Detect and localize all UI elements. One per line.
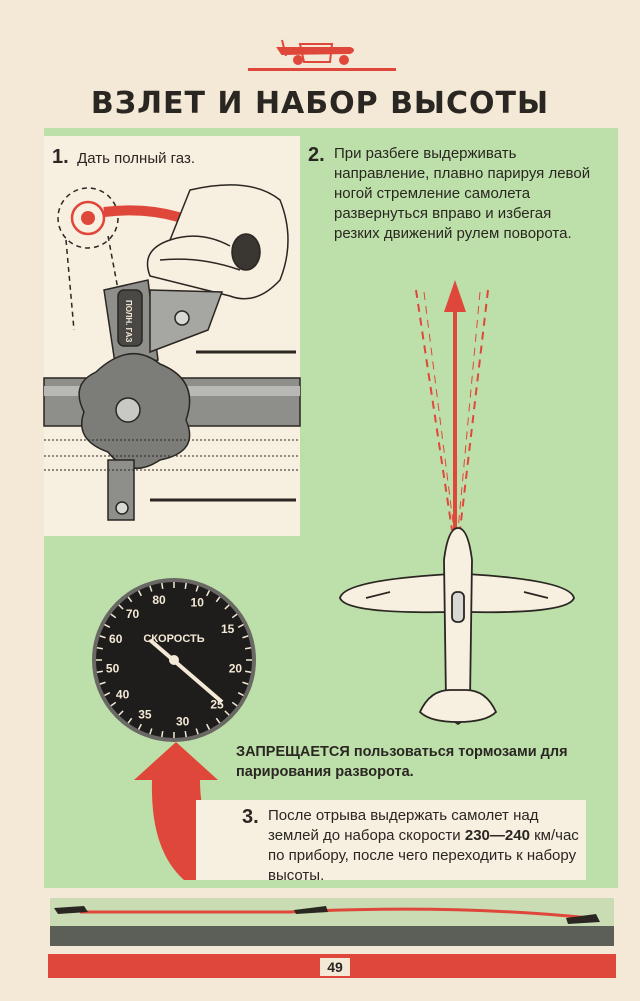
gauge-tick-label: 50 bbox=[106, 662, 120, 676]
gauge-tick-mark bbox=[161, 582, 164, 590]
header-rule bbox=[248, 68, 396, 71]
gauge-tick-label: 80 bbox=[152, 593, 166, 607]
gauge-tick-mark bbox=[127, 717, 133, 724]
gauge-tick-label: 30 bbox=[176, 714, 190, 728]
gauge-tick-mark bbox=[104, 692, 111, 697]
gauge-tick-mark bbox=[195, 585, 199, 592]
gauge-tick-mark bbox=[215, 596, 221, 603]
warning-rest: пользоваться тормозами для парирования р… bbox=[236, 744, 568, 780]
gauge-tick-mark bbox=[242, 635, 249, 639]
step1-text: Дать полный газ. bbox=[77, 150, 196, 167]
gauge-tick-mark bbox=[206, 723, 211, 730]
gauge-tick-label: 40 bbox=[116, 688, 130, 702]
gauge-tick-mark bbox=[231, 613, 238, 619]
gauge-tick-label: 20 bbox=[229, 662, 243, 676]
gauge-tick-label: 60 bbox=[109, 632, 123, 646]
gauge-tick-mark bbox=[224, 604, 230, 610]
step2-number: 2. bbox=[308, 144, 325, 166]
fighter-plane-icon bbox=[339, 527, 575, 726]
gauge-tick-mark bbox=[242, 681, 249, 685]
gauge-tick-mark bbox=[137, 723, 142, 730]
step1: 1. Дать полный газ. bbox=[52, 146, 195, 169]
gauge-tick-mark bbox=[161, 730, 164, 738]
runway bbox=[50, 926, 614, 946]
plane-silhouette-icon bbox=[54, 906, 88, 914]
step3-text: После отрыва выдержать самолет над земле… bbox=[268, 806, 582, 886]
gauge-tick-mark bbox=[149, 585, 153, 592]
step3: 3. После отрыва выдержать самолет над зе… bbox=[242, 806, 582, 886]
page-title: ВЗЛЕТ И НАБОР ВЫСОТЫ bbox=[90, 86, 550, 121]
step2-text: При разбеге выдерживать направление, пла… bbox=[334, 145, 591, 242]
gauge-tick-mark bbox=[118, 604, 124, 610]
gauge-needle bbox=[148, 638, 224, 704]
gauge-tick-mark bbox=[237, 623, 244, 628]
gauge-tick-mark bbox=[184, 730, 187, 738]
gauge-tick-mark bbox=[137, 590, 142, 597]
gauge-tick-mark bbox=[96, 670, 104, 673]
warning-text: ЗАПРЕЩАЕТСЯ пользоваться тормозами для п… bbox=[236, 742, 616, 782]
step2: 2. При разбеге выдерживать направление, … bbox=[308, 144, 598, 244]
step3-text-before: После отрыва выдержать самолет над земле… bbox=[268, 807, 539, 844]
gauge-tick-label: 70 bbox=[126, 607, 140, 621]
gauge-tick-mark bbox=[244, 670, 252, 673]
throttle-label: ПОЛН. ГАЗ bbox=[124, 300, 133, 342]
step3-box bbox=[196, 800, 586, 880]
plane-silhouette-icon bbox=[566, 914, 600, 924]
gauge-tick-label: 15 bbox=[221, 622, 235, 636]
gauge-tick-mark bbox=[149, 728, 153, 735]
step3-number: 3. bbox=[242, 806, 259, 828]
gauge-tick-mark bbox=[96, 647, 104, 650]
step3-speed: 230—240 bbox=[464, 827, 530, 844]
gauge-tick-mark bbox=[237, 692, 244, 697]
gauge-label: СКОРОСТЬ bbox=[143, 633, 204, 645]
gauge-tick-mark bbox=[99, 635, 106, 639]
gauge-tick-mark bbox=[110, 613, 117, 619]
gauge-tick-mark bbox=[99, 681, 106, 685]
warning-bold: ЗАПРЕЩАЕТСЯ bbox=[236, 744, 350, 760]
gauge-tick-mark bbox=[206, 590, 211, 597]
gauge-tick-mark bbox=[195, 728, 199, 735]
gauge-tick-mark bbox=[110, 701, 117, 707]
page-number: 49 bbox=[320, 958, 350, 976]
plane-silhouette-icon bbox=[294, 906, 328, 914]
step1-number: 1. bbox=[52, 146, 69, 168]
gauge-tick-mark bbox=[224, 710, 230, 716]
gauge-tick-mark bbox=[215, 717, 221, 724]
gauge-tick-label: 35 bbox=[138, 708, 152, 722]
gauge-tick-mark bbox=[118, 710, 124, 716]
gauge-tick-label: 10 bbox=[191, 596, 205, 610]
gauge-tick-mark bbox=[184, 582, 187, 590]
step3-text-after: км/час по прибору, после чего переходить… bbox=[268, 827, 579, 884]
gauge-tick-mark bbox=[104, 623, 111, 628]
gauge-tick-mark bbox=[231, 701, 238, 707]
header-airplane-icon bbox=[276, 39, 354, 65]
gauge-tick-mark bbox=[244, 647, 252, 650]
gauge-tick-mark bbox=[127, 596, 133, 603]
